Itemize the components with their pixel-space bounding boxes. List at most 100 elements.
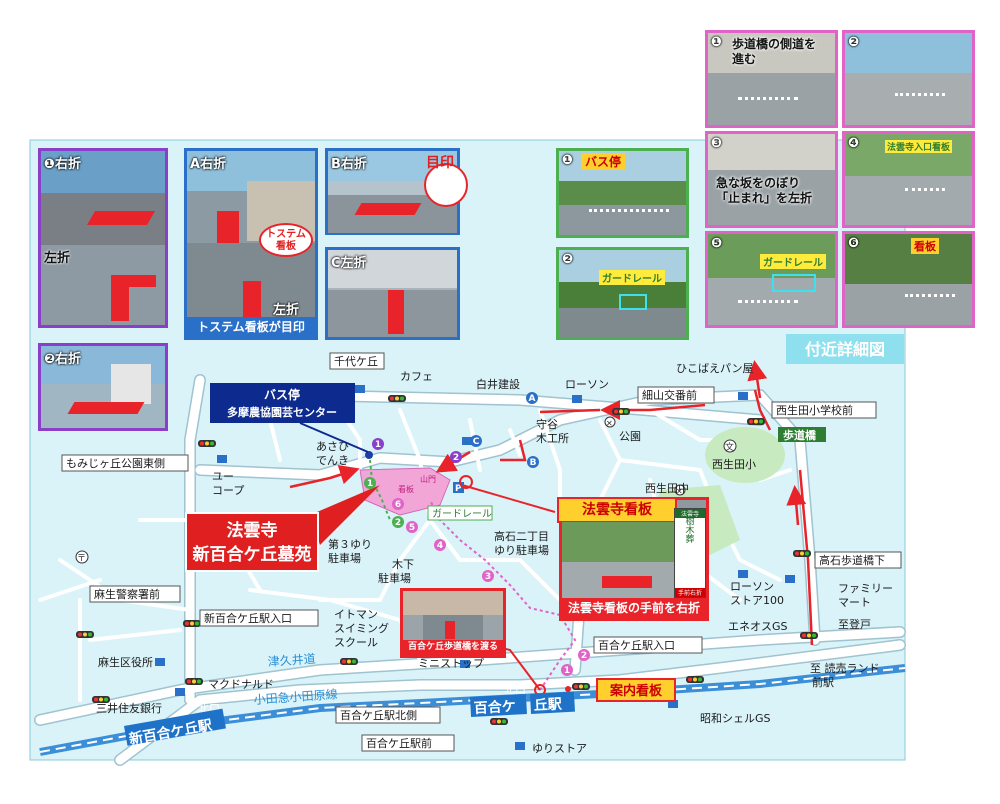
route-from-station-pink <box>429 499 577 691</box>
temple-pointer <box>310 485 380 545</box>
map-title: 付近詳細図 <box>805 340 885 359</box>
signboard-caption: 法雲寺看板の手前を右折 <box>562 598 706 618</box>
label-lawson100-2: ストア100 <box>730 594 784 607</box>
label-shirai: 白井建設 <box>476 377 520 391</box>
photo-p4-num: ❹ <box>848 136 860 151</box>
label-asao-office: 麻生区役所 <box>98 655 153 669</box>
bus-stop-label: バス停 多摩農協園芸センター <box>210 383 369 453</box>
label-dai3-2: 駐車場 <box>328 551 361 565</box>
label-yuucoop-1: ユー <box>212 470 234 483</box>
svg-text:✕: ✕ <box>606 419 613 428</box>
police-box-icon <box>604 416 616 428</box>
label-mitsui: 三井住友銀行 <box>96 701 162 715</box>
svg-text:3: 3 <box>485 572 491 582</box>
photo-left-turn2: ❷右折 <box>38 343 168 431</box>
label-north-exit: 北口 <box>504 683 526 696</box>
label-nishiyurida-school: 西生田小学校前 <box>776 403 853 417</box>
arrow-icon <box>445 621 455 639</box>
shop-icon <box>462 437 472 445</box>
photo-p6-num: ❻ <box>848 236 860 251</box>
label-yuucoop-2: コープ <box>212 484 244 497</box>
shop-icon <box>355 385 365 393</box>
pedestrian-photo: 百合ケ丘歩道橋を渡る <box>400 588 506 658</box>
photo-a-title: A右折 <box>190 157 227 172</box>
route-red-east <box>786 485 807 526</box>
photo-p4: ❹ 法雲寺入口看板 <box>842 131 975 228</box>
photo-b: B右折 目印 <box>325 148 468 235</box>
label-railway: 小田急小田原線 <box>253 686 338 707</box>
photo-g2-num: ❷ <box>562 252 574 267</box>
route-markers: 1 2 1 2 6 5 4 3 2 1 A B C <box>364 392 590 676</box>
label-asahi-2: でんき <box>316 454 349 467</box>
bus-stop-label-line2: 多摩農協園芸センター <box>227 405 337 419</box>
label-itoman-2: スイミング <box>334 621 389 635</box>
arrow-icon <box>738 97 798 103</box>
label-kinoshita-2: 駐車場 <box>378 571 411 585</box>
label-family-1: ファミリー <box>838 582 893 595</box>
shop-icon <box>217 455 227 463</box>
photo-p5: ❺ ガードレール <box>705 231 838 328</box>
route-red-west <box>289 465 360 489</box>
photo-p5-title: ガードレール <box>760 254 826 269</box>
shop-icon <box>175 688 185 696</box>
shop-icon <box>515 742 525 750</box>
label-takaishi-bridge: 高石歩道橋下 <box>819 553 885 567</box>
arrow-icon <box>895 93 945 99</box>
guide-board-dot <box>565 686 571 692</box>
photo-p1-title: 歩道橋の側道を進む <box>732 37 817 66</box>
label-showa: 昭和シェルGS <box>700 712 771 725</box>
photo-p5-num: ❺ <box>711 236 723 251</box>
label-asao-police: 麻生警察署前 <box>94 587 160 601</box>
label-family-2: マート <box>838 596 871 609</box>
photo-left-turn1-title: ❶右折 <box>44 157 82 172</box>
label-yomiuri-1: 至 読売ランド <box>810 661 880 675</box>
label-koen: 公園 <box>619 430 641 443</box>
photo-c: C左折 <box>325 247 460 340</box>
bus-stop-icon <box>365 451 373 459</box>
svg-text:2: 2 <box>395 518 401 528</box>
tostem-callout: トステム看板 <box>259 223 313 257</box>
shop-icon <box>738 570 748 578</box>
photo-g1: ❶ バス停 <box>556 148 689 238</box>
station-yurigaoka-part1: 百合ケ <box>473 698 516 717</box>
label-takaishi2-1: 高石二丁目 <box>494 529 549 543</box>
photo-p3-num: ❸ <box>711 136 723 151</box>
signboard-photo: 法雲寺看板 法雲寺 樹木葬 手前右折 法雲寺看板の手前を右折 <box>557 497 709 621</box>
label-lawson100-1: ローソン <box>730 580 774 593</box>
arrow-icon <box>388 290 404 334</box>
label-lawson: ローソン <box>565 378 609 391</box>
label-guardrail: ガードレール <box>432 508 492 520</box>
photo-a-caption: トステム看板が目印 <box>187 317 315 337</box>
label-nishiyurida-jhs: 西生田中 <box>645 481 689 495</box>
arrow-icon <box>354 203 422 215</box>
label-yuri-entrance: 百合ケ丘駅入口 <box>598 638 675 652</box>
label-yuri-store: ゆりストア <box>532 742 587 755</box>
label-eneos: エネオスGS <box>728 620 788 633</box>
label-asahi-1: あさひ <box>316 440 349 453</box>
signboard-pointer <box>461 484 556 513</box>
shop-icon <box>668 700 678 708</box>
photo-b-callout: 目印 <box>426 155 454 171</box>
temple-label-line1: 法雲寺 <box>227 520 278 541</box>
label-kinoshita-1: 木下 <box>392 558 414 571</box>
label-takaishi2-2: ゆり駐車場 <box>494 543 549 557</box>
arrow-icon <box>111 281 129 321</box>
label-shitoto: 至登戸 <box>838 617 871 631</box>
photo-c-title: C左折 <box>331 256 367 271</box>
photo-b-title: B右折 <box>331 157 367 172</box>
route-red-main <box>440 389 814 646</box>
arrow-icon <box>67 402 145 414</box>
station-yurigaoka: 百合ケ 丘駅 <box>470 691 575 717</box>
photo-left-turn2-title: ❷右折 <box>44 352 82 367</box>
svg-text:C: C <box>473 437 480 447</box>
arrow-icon <box>905 294 955 300</box>
label-nishiyurida-elem: 西生田小 <box>712 457 756 471</box>
label-momiji: もみじヶ丘公園東側 <box>66 457 165 470</box>
shop-icon <box>572 395 582 403</box>
temple-label: 法雲寺 新百合ケ丘墓苑 <box>185 512 319 572</box>
arrow-icon <box>111 275 156 287</box>
svg-text:1: 1 <box>564 666 570 676</box>
guide-board-text: 案内看板 <box>609 683 663 699</box>
photo-p6: ❻ 看板 <box>842 231 975 328</box>
shop-icon <box>738 392 748 400</box>
